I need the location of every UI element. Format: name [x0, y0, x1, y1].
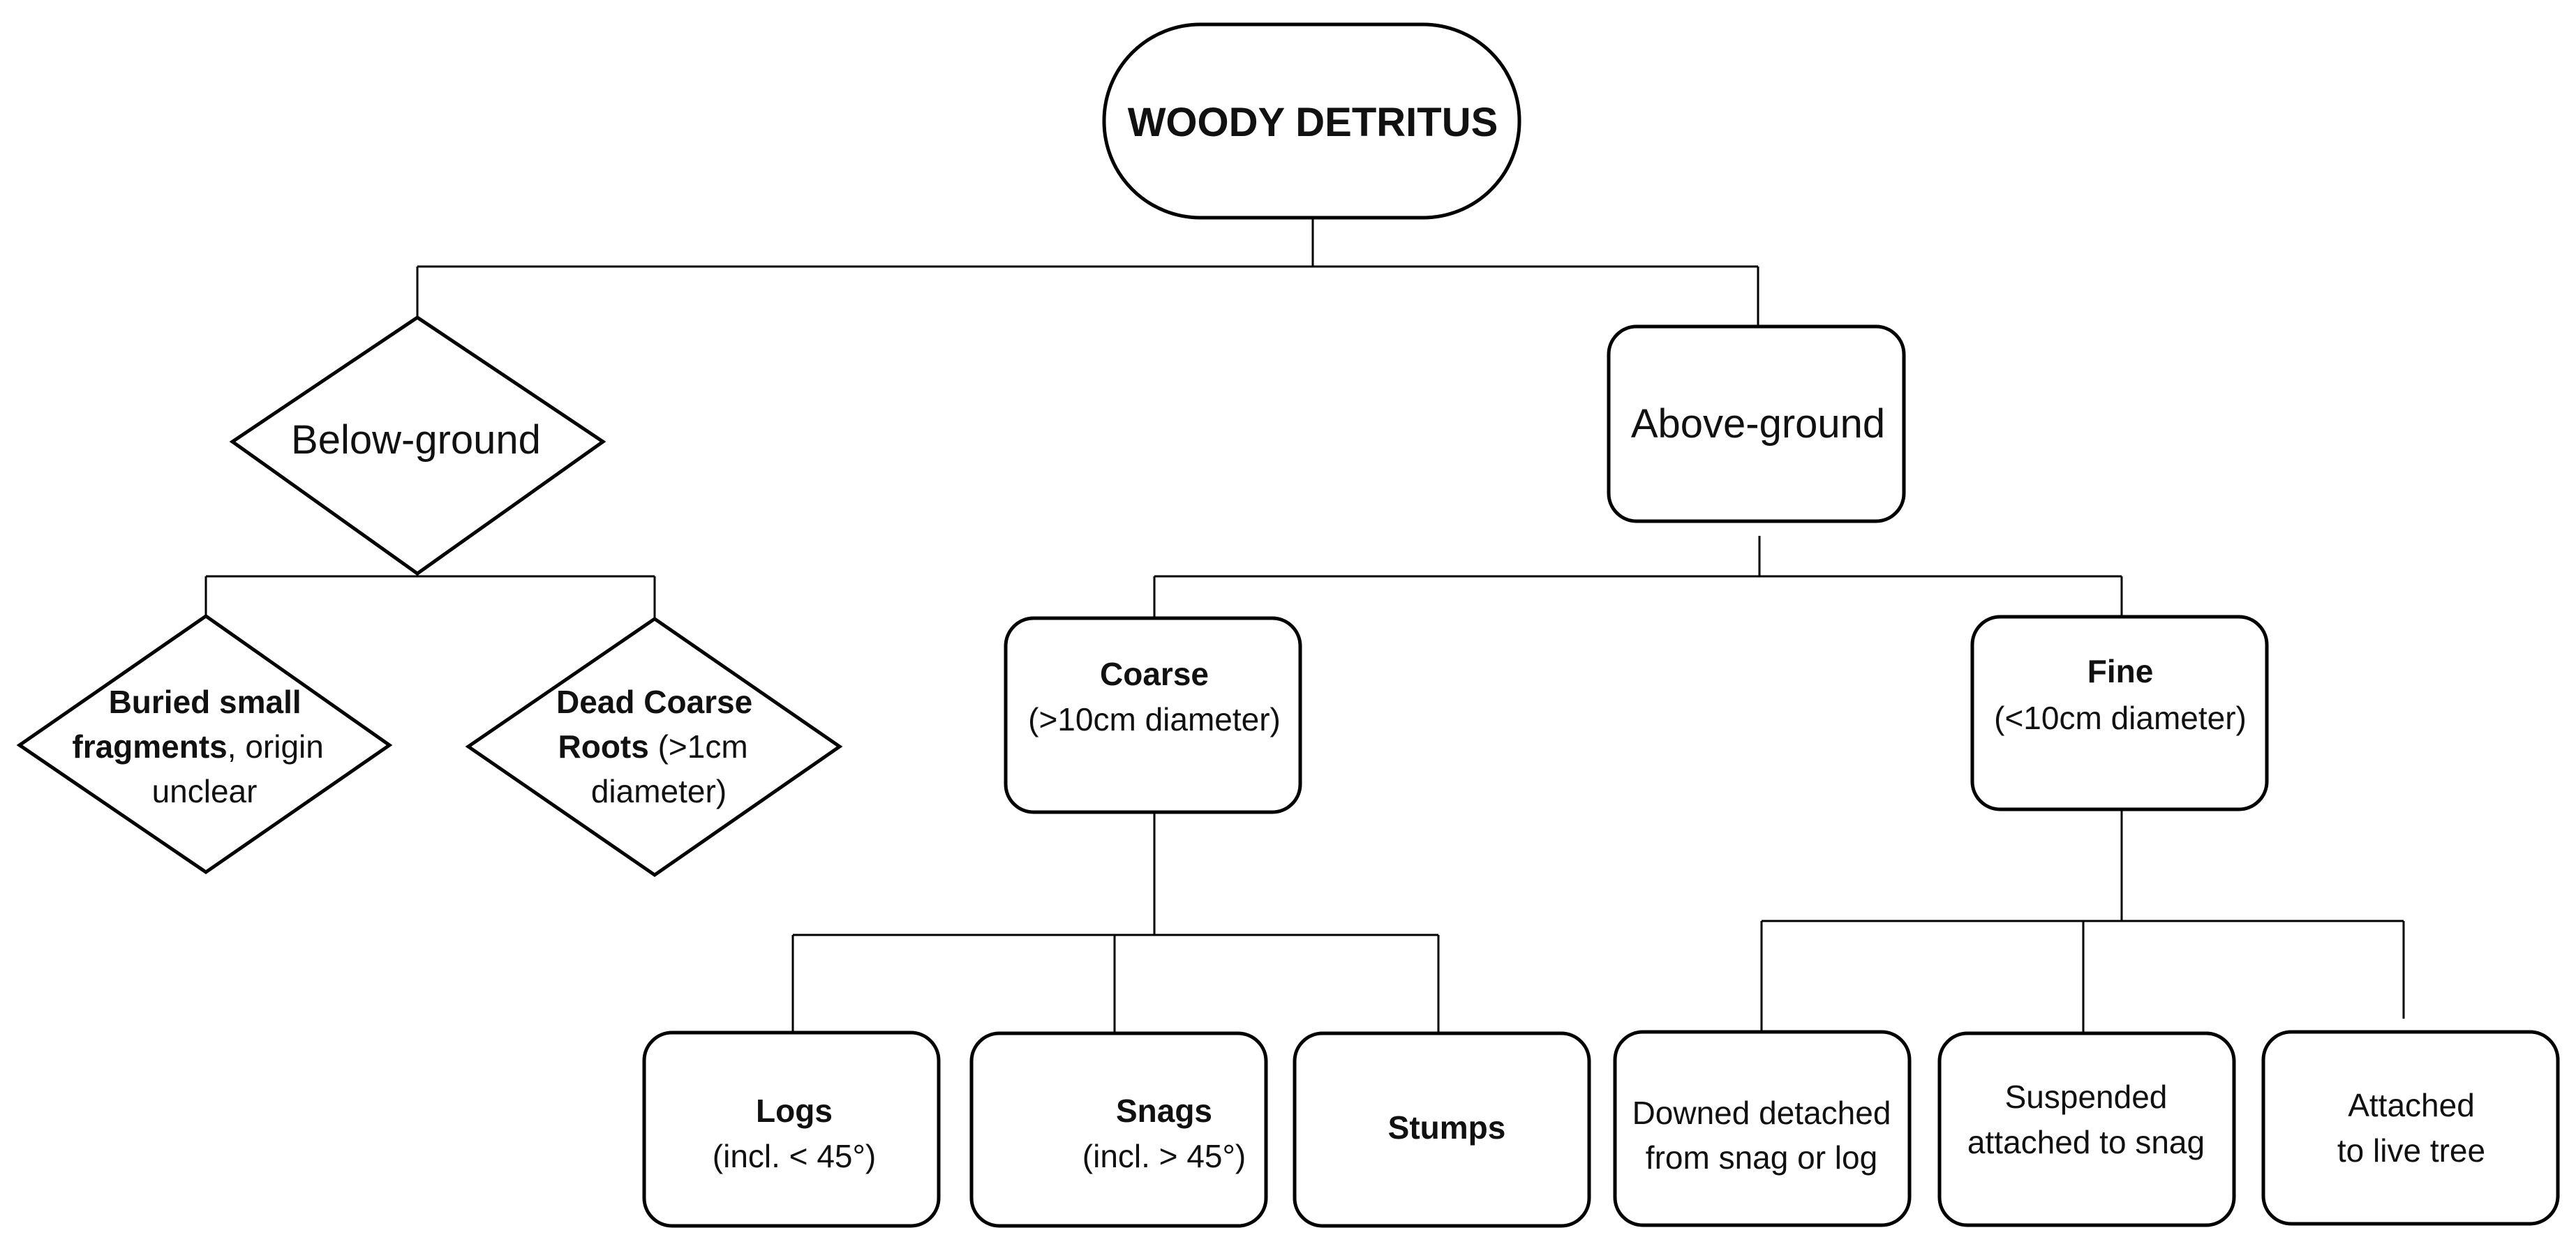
- node-suspended-line2: attached to snag: [1967, 1124, 2205, 1160]
- node-below-ground-label: Below-ground: [291, 417, 541, 463]
- node-attached-line2: to live tree: [2337, 1132, 2485, 1169]
- node-buried-small-fragments-label: Buried small fragments, origin unclear: [72, 684, 332, 809]
- buried-line3: unclear: [152, 773, 258, 809]
- node-downed: Downed detached from snag or log: [1613, 1030, 1912, 1227]
- node-fine-title: Fine: [2087, 653, 2154, 689]
- node-coarse: Coarse (>10cm diameter): [1004, 616, 1302, 814]
- buried-line2-bold: fragments: [72, 728, 227, 765]
- node-logs: Logs (incl. < 45°): [642, 1031, 941, 1228]
- buried-line1: Buried small: [109, 684, 301, 720]
- node-buried-small-fragments: Buried small fragments, origin unclear: [16, 613, 393, 875]
- node-fine-subtitle: (<10cm diameter): [1994, 700, 2247, 736]
- node-woody-detritus: WOODY DETRITUS: [1102, 22, 1521, 220]
- node-logs-title: Logs: [756, 1093, 833, 1129]
- node-fine: Fine (<10cm diameter): [1970, 615, 2269, 811]
- node-coarse-subtitle: (>10cm diameter): [1028, 701, 1281, 737]
- node-woody-detritus-label: WOODY DETRITUS: [1128, 100, 1498, 145]
- node-suspended: Suspended attached to snag: [1937, 1031, 2236, 1227]
- node-snags-title: Snags: [1116, 1093, 1212, 1129]
- roots-line2-bold: Roots: [558, 728, 649, 765]
- buried-line2-rest: , origin: [228, 728, 324, 765]
- connector-root: [416, 218, 1759, 327]
- node-snags: Snags (incl. > 45°): [969, 1031, 1268, 1228]
- node-suspended-line1: Suspended: [2005, 1079, 2168, 1115]
- node-stumps-title: Stumps: [1388, 1109, 1506, 1146]
- node-dead-coarse-roots: Dead Coarse Roots (>1cm diameter): [465, 616, 843, 878]
- node-downed-line2: from snag or log: [1646, 1139, 1877, 1176]
- node-logs-subtitle: (incl. < 45°): [713, 1138, 876, 1174]
- node-above-ground-label: Above-ground: [1631, 401, 1885, 447]
- node-downed-line1: Downed detached: [1632, 1095, 1891, 1131]
- node-below-ground: Below-ground: [229, 315, 606, 576]
- node-dead-coarse-roots-label: Dead Coarse Roots (>1cm diameter): [556, 684, 761, 809]
- node-attached: Attached to live tree: [2261, 1030, 2560, 1226]
- node-above-ground: Above-ground: [1607, 324, 1906, 523]
- connector-coarse: [791, 812, 1440, 1033]
- connector-above-ground: [1153, 536, 2123, 618]
- roots-line2-rest: (>1cm: [649, 728, 748, 765]
- node-attached-line1: Attached: [2348, 1087, 2475, 1123]
- roots-line3: diameter): [591, 773, 727, 809]
- node-stumps: Stumps: [1293, 1031, 1591, 1228]
- node-snags-subtitle: (incl. > 45°): [1082, 1138, 1246, 1174]
- connector-below-ground: [204, 574, 656, 619]
- connector-fine: [1760, 809, 2405, 1033]
- node-coarse-title: Coarse: [1100, 656, 1209, 692]
- roots-line1: Dead Coarse: [556, 684, 752, 720]
